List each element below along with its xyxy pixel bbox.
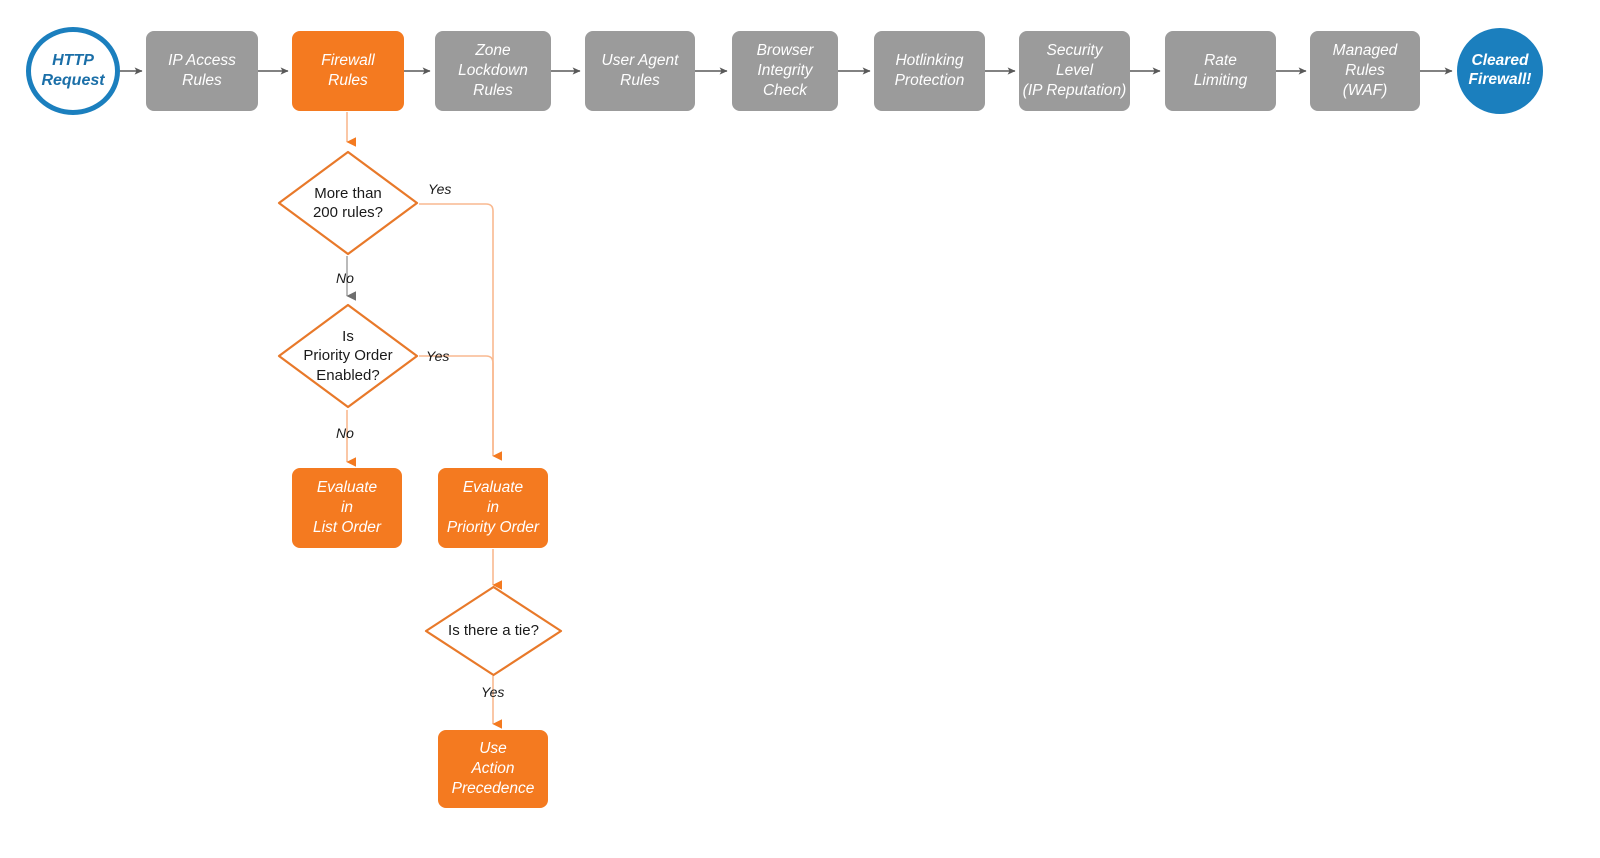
edge-label-rules-no: No: [336, 270, 354, 286]
edge-label-tie-yes: Yes: [481, 684, 505, 700]
decision-is-there-a-tie[interactable]: Is there a tie?: [424, 585, 563, 677]
edge-label-priority-yes: Yes: [426, 348, 450, 364]
edge-label-priority-no: No: [336, 425, 354, 441]
connector-priority-yes-to-priority-order: [419, 355, 494, 450]
diamond-shape: [277, 303, 419, 409]
diamond-shape: [277, 150, 419, 256]
diamond-shape: [424, 585, 563, 677]
connector-rules-yes-to-priority-order: [419, 203, 503, 461]
edge-label-rules-yes: Yes: [428, 181, 452, 197]
decision-is-there-a-tie-label: Is there a tie?: [448, 622, 539, 640]
